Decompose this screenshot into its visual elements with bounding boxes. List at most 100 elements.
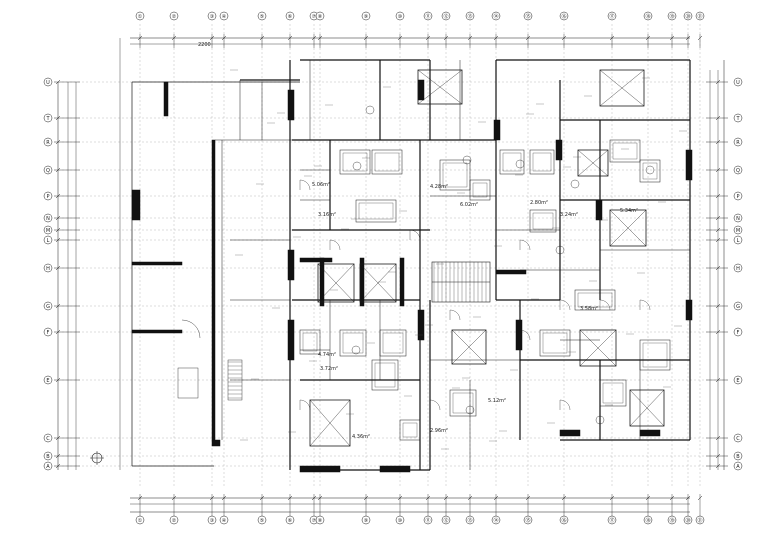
rect — [685, 149, 693, 181]
room-area-label: 3.72m² — [320, 366, 338, 372]
line — [397, 495, 403, 501]
grid-label-top: ⑥ — [288, 14, 293, 20]
rect — [317, 263, 355, 303]
grid-bubble-top — [169, 11, 179, 21]
grid-label-left: Q — [46, 168, 50, 174]
grid-label-top: ⑰ — [609, 13, 614, 20]
grid-bubble-bottom — [361, 515, 371, 525]
grid-label-right: P — [736, 194, 739, 200]
rect — [319, 257, 325, 307]
grid-label-left: N — [46, 216, 50, 222]
grid-bubble-left — [43, 301, 53, 311]
grid-bubble-bottom — [607, 515, 617, 525]
line — [493, 495, 499, 501]
grid-bubble-bottom — [135, 515, 145, 525]
rect — [287, 249, 295, 281]
rect — [371, 149, 403, 175]
grid-bubble-top — [643, 11, 653, 21]
rect — [577, 292, 613, 308]
grid-label-top: ③ — [210, 14, 214, 20]
rect — [131, 329, 183, 334]
grid-bubble-left — [43, 327, 53, 337]
room-area-label: 3.24m² — [560, 212, 578, 218]
rect — [639, 159, 661, 183]
grid-label-top: ⑤ — [260, 14, 264, 20]
line — [467, 495, 473, 501]
grid-label-bottom: ⑪ — [425, 517, 430, 524]
door-arc — [429, 399, 441, 411]
grid-bubble-right — [733, 375, 743, 385]
door-arc — [519, 329, 531, 341]
rect — [299, 257, 333, 263]
door-arc — [181, 319, 201, 339]
rect — [177, 367, 199, 399]
rect — [131, 189, 141, 221]
grid-label-bottom: ② — [172, 518, 177, 524]
grid-bubble-top — [523, 11, 533, 21]
grid-bubble-left — [43, 433, 53, 443]
grid-label-right: A — [736, 464, 740, 470]
fixture — [462, 155, 472, 165]
room-area-label: 3.58m² — [580, 306, 598, 312]
grid-label-left: F — [47, 330, 50, 336]
line — [259, 495, 265, 501]
rect — [417, 309, 425, 341]
rect — [302, 332, 318, 352]
door-arc — [639, 299, 651, 311]
grid-label-top: ⑧ — [318, 14, 323, 20]
grid-bubble-right — [733, 235, 743, 245]
line — [451, 329, 487, 365]
grid-label-left: B — [46, 454, 50, 460]
rect — [442, 162, 468, 188]
rect — [502, 152, 522, 172]
grid-label-top: ⑳ — [685, 13, 690, 20]
grid-label-right: Q — [736, 168, 740, 174]
grid-bubble-right — [733, 461, 743, 471]
grid-label-bottom: ㉑ — [697, 517, 702, 524]
room-area-label: 3.16m² — [318, 212, 336, 218]
dimension-total: 2200 — [198, 42, 211, 48]
grid-bubble-bottom — [169, 515, 179, 525]
grid-bubble-bottom — [465, 515, 475, 525]
door-arc — [599, 299, 611, 311]
grid-bubble-bottom — [667, 515, 677, 525]
rect — [642, 342, 668, 368]
grid-bubble-top — [607, 11, 617, 21]
line — [443, 495, 449, 501]
grid-label-left: C — [46, 436, 50, 442]
grid-label-top: ⑯ — [561, 13, 566, 20]
grid-label-bottom: ④ — [222, 518, 227, 524]
line — [599, 69, 645, 107]
room-area-label: 6.02m² — [460, 202, 478, 208]
rect — [358, 202, 394, 220]
line — [609, 495, 615, 501]
line — [609, 209, 647, 247]
grid-bubble-bottom — [695, 515, 705, 525]
room-area-label: 4.36m² — [352, 434, 370, 440]
grid-label-right: N — [736, 216, 740, 222]
line — [685, 495, 691, 501]
rect — [609, 209, 647, 247]
door-arc — [299, 399, 311, 411]
fixture — [555, 245, 565, 255]
grid-label-right: L — [737, 238, 740, 244]
grid-bubble-top — [559, 11, 569, 21]
room-area-label: 4.28m² — [430, 184, 448, 190]
rect — [579, 329, 617, 367]
grid-bubble-left — [43, 113, 53, 123]
grid-bubble-bottom — [207, 515, 217, 525]
rect — [439, 159, 471, 191]
door-arc — [559, 299, 571, 311]
grid-bubble-left — [43, 137, 53, 147]
rect — [342, 332, 364, 354]
grid-bubble-right — [733, 327, 743, 337]
grid-bubble-right — [733, 77, 743, 87]
grid-bubble-right — [733, 165, 743, 175]
line — [561, 495, 567, 501]
grid-label-top: ⑦ — [312, 14, 317, 20]
door-arc — [299, 179, 311, 191]
rect — [379, 465, 411, 473]
grid-label-right: G — [736, 304, 740, 310]
grid-bubble-left — [43, 191, 53, 201]
rect — [359, 257, 365, 307]
